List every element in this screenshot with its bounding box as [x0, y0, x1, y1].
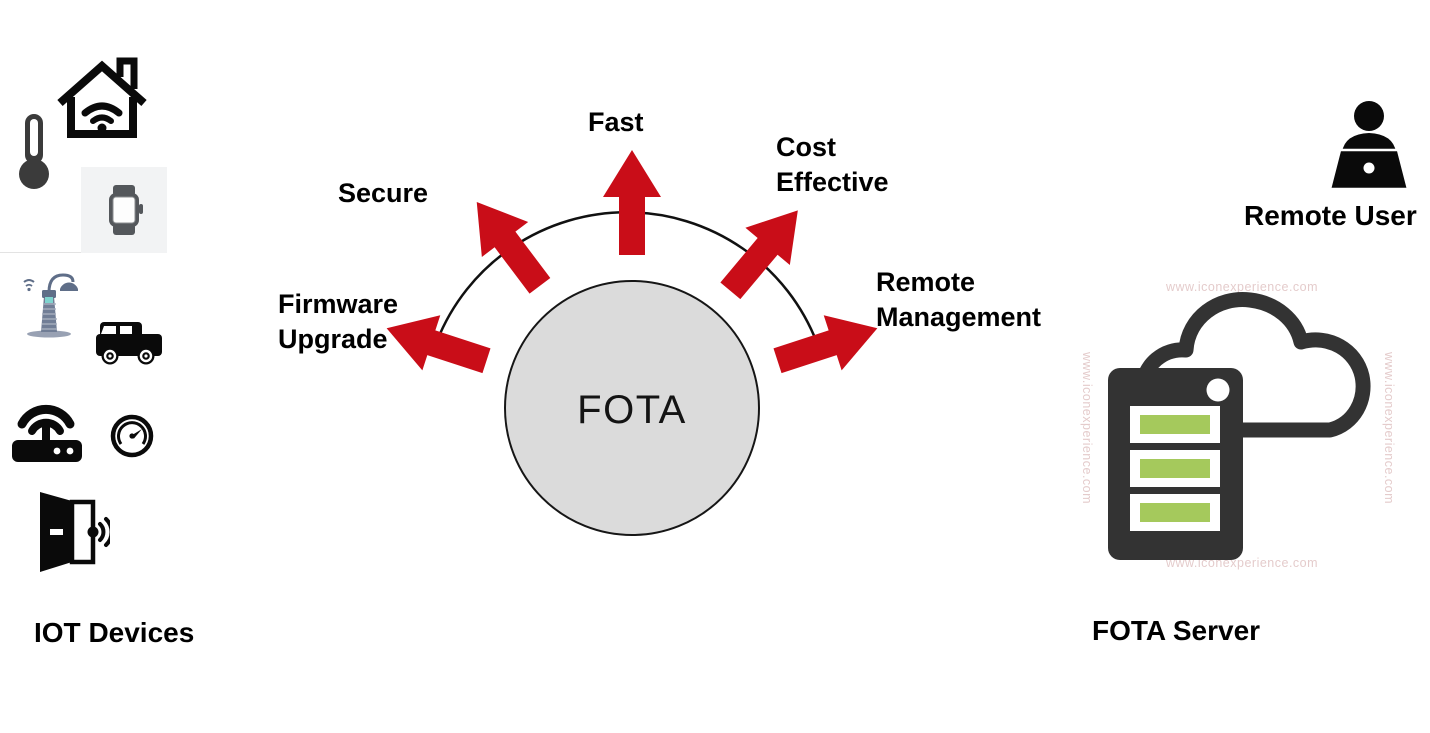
arrow-fast: [603, 150, 661, 255]
fota-server-icon: [1108, 292, 1371, 560]
fota-circle: [504, 280, 760, 536]
benefit-fast: Fast: [588, 107, 644, 137]
watermark-left: www.iconexperience.com: [1080, 352, 1094, 505]
street-lamp-icon: [23, 273, 78, 338]
connected-car-icon: [96, 322, 162, 365]
benefit-secure: Secure: [338, 178, 429, 208]
smartwatch-icon: [109, 185, 143, 235]
remote-user-label: Remote User: [1244, 200, 1417, 231]
remote-user-icon: [1330, 101, 1408, 190]
fota-server-label: FOTA Server: [1092, 615, 1261, 646]
smart-door-icon: [40, 492, 110, 572]
fota-center-label: FOTA: [577, 388, 687, 432]
iot-devices-label: IOT Devices: [34, 617, 195, 648]
gauge-icon: [110, 414, 154, 458]
watermark-top: www.iconexperience.com: [1166, 280, 1319, 294]
arrow-remote-management: [768, 300, 887, 389]
benefit-cost-effective: Cost Effective: [776, 132, 889, 197]
watermark-right: www.iconexperience.com: [1382, 352, 1396, 505]
thermometer-icon: [19, 114, 49, 189]
benefit-firmware-upgrade: Firmware Upgrade: [278, 289, 399, 354]
smart-home-icon: [57, 57, 147, 138]
server-tower-icon: [1108, 368, 1243, 560]
benefit-remote-management: Remote Management: [876, 267, 1042, 332]
wifi-router-icon: [12, 404, 82, 462]
arrow-cost-effective: [708, 191, 821, 310]
